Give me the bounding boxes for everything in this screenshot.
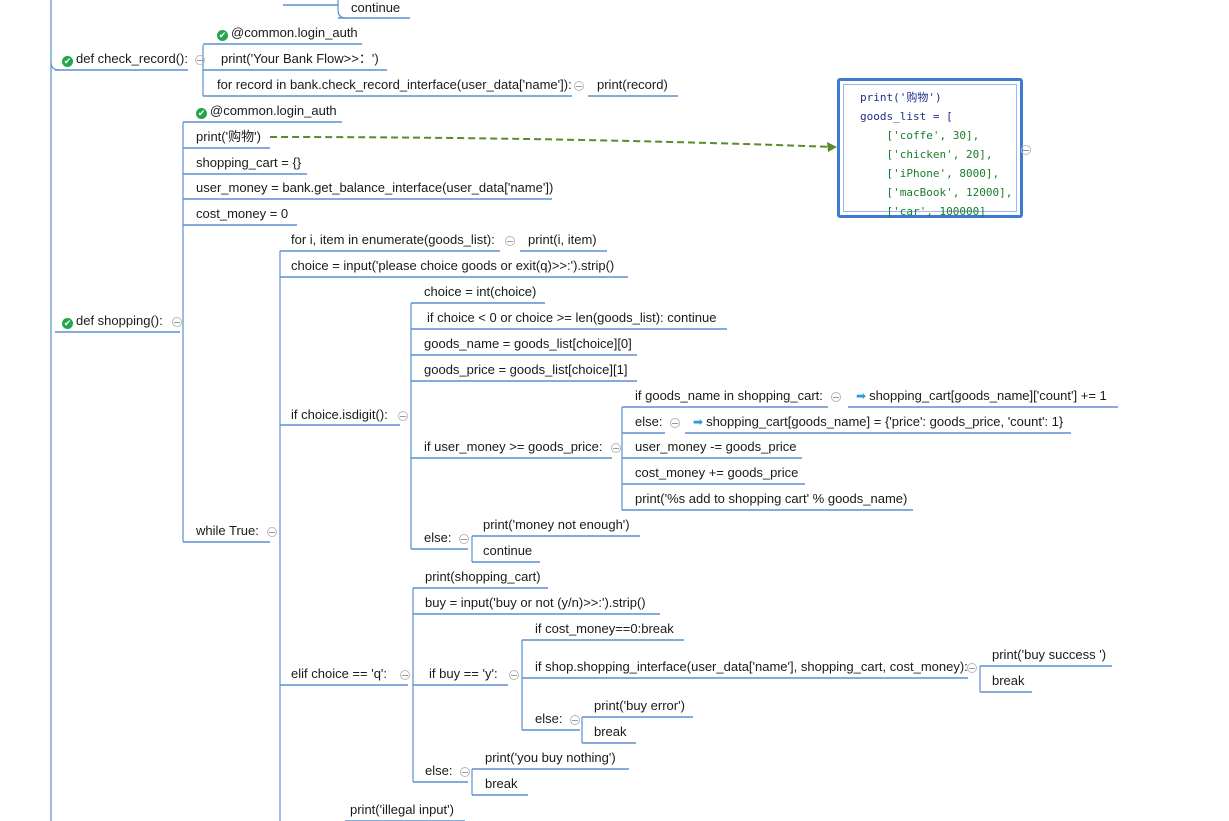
node-cart-new[interactable]: ➡shopping_cart[goods_name] = {'price': g… [693,414,1063,430]
node-cost-add[interactable]: cost_money += goods_price [635,465,799,480]
collapse-icon[interactable] [400,670,410,680]
collapse-icon[interactable] [670,418,680,428]
node-print-bank-flow[interactable]: print('Your Bank Flow>>：') [221,51,379,66]
node-login-auth-shopping[interactable]: ✔@common.login_auth [196,103,337,119]
node-label: def shopping(): [76,313,163,328]
note-line: ['macBook', 12000], [860,186,1013,199]
node-cart-count[interactable]: ➡shopping_cart[goods_name]['count'] += 1 [856,388,1107,404]
check-icon: ✔ [62,318,73,329]
note-line: ['chicken', 20], [860,148,993,161]
arrow-right-icon: ➡ [693,415,704,429]
collapse-icon[interactable] [398,411,408,421]
collapse-icon[interactable] [574,81,584,91]
check-icon: ✔ [62,56,73,67]
node-cost-money-init[interactable]: cost_money = 0 [196,206,289,221]
collapse-icon[interactable] [611,443,621,453]
node-print-add[interactable]: print('%s add to shopping cart' % goods_… [635,491,908,506]
node-def-check-record[interactable]: ✔def check_record(): [62,51,188,67]
node-break[interactable]: break [992,673,1025,688]
node-break[interactable]: break [485,776,518,791]
arrow-right-icon: ➡ [856,389,867,403]
node-if-buy[interactable]: if buy == 'y': [429,666,498,681]
node-for-goods[interactable]: for i, item in enumerate(goods_list): [291,232,495,247]
node-login-auth[interactable]: ✔@common.login_auth [217,25,358,41]
note-line: ['coffe', 30], [860,129,980,142]
node-goods-price[interactable]: goods_price = goods_list[choice][1] [424,362,628,377]
node-break[interactable]: break [594,724,627,739]
node-if-in-cart[interactable]: if goods_name in shopping_cart: [635,388,823,403]
node-label: shopping_cart[goods_name] = {'price': go… [706,414,1064,429]
collapse-icon[interactable] [1021,145,1031,155]
collapse-icon[interactable] [967,663,977,673]
collapse-icon[interactable] [460,767,470,777]
node-print-not-enough[interactable]: print('money not enough') [483,517,630,532]
node-label: shopping_cart[goods_name]['count'] += 1 [869,388,1107,403]
collapse-icon[interactable] [570,715,580,725]
node-if-range[interactable]: if choice < 0 or choice >= len(goods_lis… [427,310,717,325]
node-print-cart[interactable]: print(shopping_cart) [425,569,541,584]
node-else-buy[interactable]: else: [425,763,453,778]
node-continue-top[interactable]: continue [351,0,401,15]
node-shopping-cart-init[interactable]: shopping_cart = {} [196,155,302,170]
node-else-money[interactable]: else: [424,530,452,545]
node-if-cost-zero[interactable]: if cost_money==0:break [535,621,674,636]
collapse-icon[interactable] [172,317,182,327]
code-note-inner: print('购物') goods_list = [ ['coffe', 30]… [843,84,1017,218]
node-buy-input[interactable]: buy = input('buy or not (y/n)>>:').strip… [425,595,646,610]
node-user-money[interactable]: user_money = bank.get_balance_interface(… [196,180,554,195]
collapse-icon[interactable] [505,236,515,246]
node-print-gouwu[interactable]: print('购物') [196,129,261,144]
node-else-buy-error[interactable]: else: [535,711,563,726]
node-print-error[interactable]: print('buy error') [594,698,685,713]
node-print-illegal[interactable]: print('illegal input') [350,802,454,817]
note-line: goods_list = [ [860,110,953,123]
node-choice-int[interactable]: choice = int(choice) [424,284,537,299]
check-icon: ✔ [196,108,207,119]
node-print-success[interactable]: print('buy success ') [992,647,1107,662]
check-icon: ✔ [217,30,228,41]
node-label: @common.login_auth [231,25,358,40]
code-note[interactable]: print('购物') goods_list = [ ['coffe', 30]… [837,78,1023,218]
collapse-icon[interactable] [509,670,519,680]
node-if-isdigit[interactable]: if choice.isdigit(): [291,407,388,422]
note-line: print('购物') [860,91,942,104]
node-while-true[interactable]: while True: [196,523,259,538]
node-print-i-item[interactable]: print(i, item) [528,232,597,247]
collapse-icon[interactable] [195,55,205,65]
node-print-nothing[interactable]: print('you buy nothing') [485,750,616,765]
collapse-icon[interactable] [831,392,841,402]
node-if-user-money[interactable]: if user_money >= goods_price: [424,439,603,454]
node-choice-input[interactable]: choice = input('please choice goods or e… [291,258,615,273]
node-print-record[interactable]: print(record) [597,77,668,92]
collapse-icon[interactable] [459,534,469,544]
node-def-shopping[interactable]: ✔def shopping(): [62,313,163,329]
note-line: ['iPhone', 8000], [860,167,1000,180]
node-label: def check_record(): [76,51,188,66]
node-user-money-sub[interactable]: user_money -= goods_price [635,439,797,454]
note-line: ['car', 100000] [860,205,986,218]
node-if-shop-interface[interactable]: if shop.shopping_interface(user_data['na… [535,659,968,674]
node-continue[interactable]: continue [483,543,533,558]
node-goods-name[interactable]: goods_name = goods_list[choice][0] [424,336,632,351]
node-for-record[interactable]: for record in bank.check_record_interfac… [217,77,572,92]
node-elif-q[interactable]: elif choice == 'q': [291,666,388,681]
node-else-cart[interactable]: else: [635,414,663,429]
collapse-icon[interactable] [267,527,277,537]
node-label: @common.login_auth [210,103,337,118]
